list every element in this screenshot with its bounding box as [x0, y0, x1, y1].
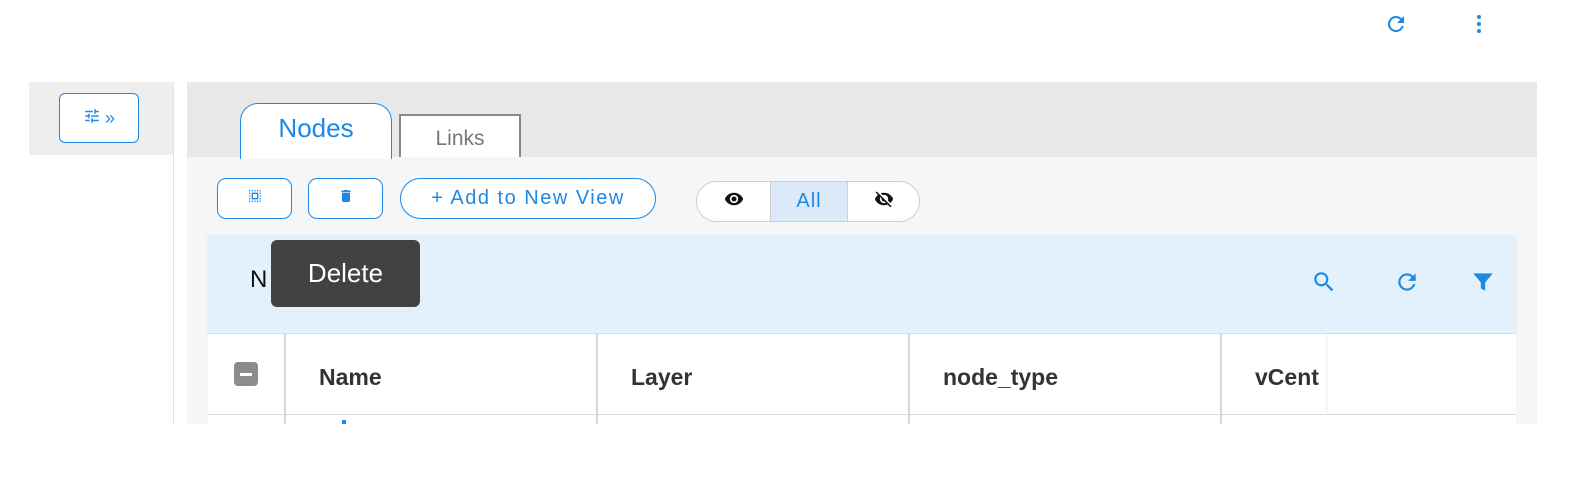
filter-icon[interactable]: [1467, 266, 1499, 298]
show-hidden-button[interactable]: [848, 182, 919, 221]
column-divider[interactable]: [596, 333, 598, 424]
show-all-label: All: [796, 190, 822, 212]
tab-links[interactable]: Links: [399, 114, 521, 157]
add-to-new-view-label: Add to New View: [450, 187, 625, 209]
eye-off-icon: [874, 189, 894, 214]
column-header-vcenter[interactable]: vCent: [1255, 364, 1319, 390]
delete-tooltip-text: Delete: [307, 258, 384, 288]
filter-panel-toggle-button[interactable]: »: [59, 93, 139, 143]
pinned-column-area: [1328, 334, 1516, 414]
column-divider[interactable]: [908, 333, 910, 424]
column-header-layer[interactable]: Layer: [631, 364, 693, 390]
tab-nodes-label: Nodes: [278, 113, 354, 143]
show-all-button[interactable]: All: [770, 182, 848, 221]
delete-tooltip: Delete: [271, 240, 420, 307]
trash-icon: [338, 188, 354, 209]
add-to-new-view-button[interactable]: + Add to New View: [400, 178, 656, 219]
more-vert-icon[interactable]: [1465, 10, 1493, 38]
table-row: [342, 420, 346, 424]
select-all-checkbox[interactable]: [234, 362, 258, 386]
table-toolbar: [208, 235, 1516, 333]
eye-icon: [724, 189, 744, 214]
select-all-button[interactable]: [217, 178, 292, 219]
refresh-icon[interactable]: [1382, 10, 1410, 38]
select-all-icon: [247, 188, 263, 209]
table-title: N: [250, 266, 268, 293]
table-refresh-icon[interactable]: [1391, 266, 1423, 298]
delete-button[interactable]: [308, 178, 383, 219]
tab-nodes[interactable]: Nodes: [240, 103, 392, 159]
search-icon[interactable]: [1308, 266, 1340, 298]
show-visible-button[interactable]: [697, 182, 770, 221]
table-header-row: [208, 333, 1516, 425]
column-divider: [284, 333, 286, 424]
expand-chevron-icon: »: [104, 107, 115, 128]
sidebar-divider: [173, 82, 174, 424]
tune-icon: [83, 107, 101, 130]
visibility-toggle: All: [696, 181, 920, 222]
tab-links-label: Links: [435, 126, 485, 150]
column-header-name[interactable]: Name: [319, 364, 382, 390]
plus-icon: +: [431, 187, 445, 209]
column-header-node-type[interactable]: node_type: [943, 364, 1059, 390]
column-divider[interactable]: [1220, 333, 1222, 424]
